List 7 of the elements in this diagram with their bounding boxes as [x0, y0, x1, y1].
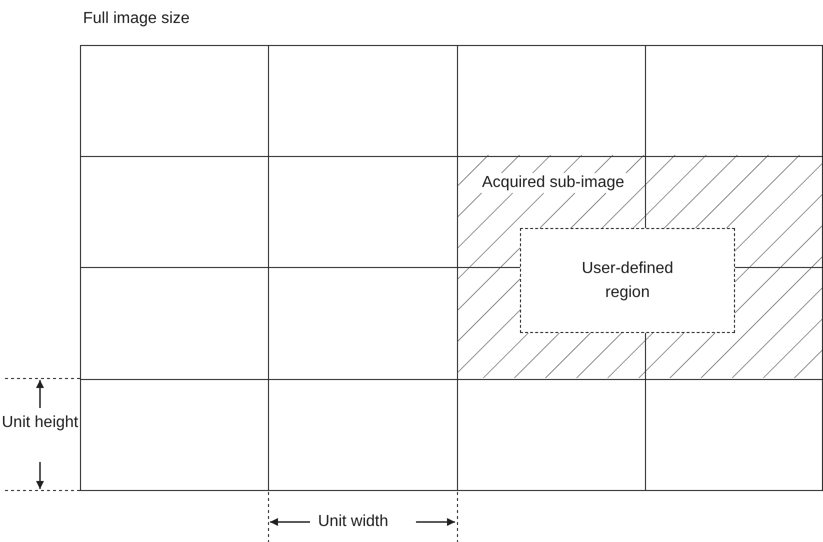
hatched-region: [457, 155, 823, 378]
grid-heading: Full image size: [83, 9, 190, 29]
dimension-label: Unit height: [0, 413, 80, 433]
region-label: User-defined region: [580, 258, 674, 302]
dashed-region: [520, 228, 735, 333]
dimension-label: Unit width: [318, 512, 388, 532]
region-label: Acquired sub-image: [479, 173, 628, 193]
